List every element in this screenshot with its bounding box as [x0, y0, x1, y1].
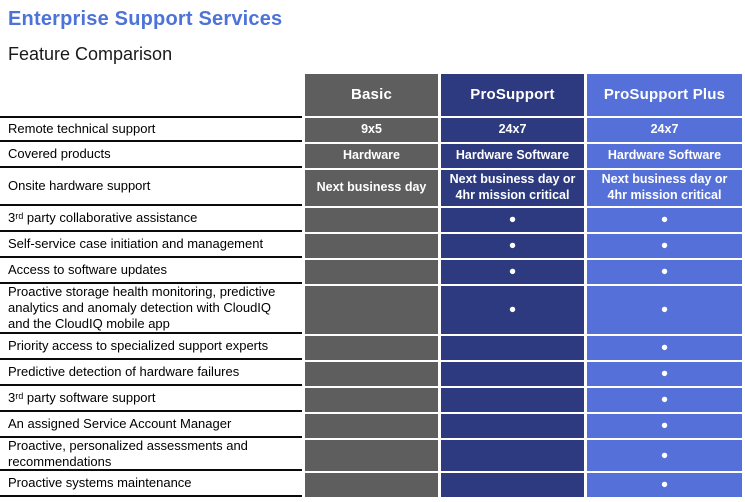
- cell-prosupport: [438, 334, 584, 360]
- feature-label: Access to software updates: [0, 258, 302, 284]
- column-header-prosupport: ProSupport: [438, 74, 584, 116]
- cell-basic: Next business day: [302, 168, 438, 206]
- column-header-prosupport-plus: ProSupport Plus: [584, 74, 742, 116]
- feature-label: Covered products: [0, 142, 302, 168]
- cell-prosupport-plus: ●: [584, 206, 742, 232]
- cell-prosupport: ●: [438, 232, 584, 258]
- cell-prosupport: [438, 360, 584, 386]
- cell-basic: [302, 206, 438, 232]
- feature-label: Remote technical support: [0, 116, 302, 142]
- cell-prosupport: ●: [438, 206, 584, 232]
- cell-prosupport-plus: 24x7: [584, 116, 742, 142]
- cell-prosupport-plus: ●: [584, 386, 742, 412]
- cell-prosupport: [438, 438, 584, 471]
- feature-label: 3ʳᵈ party collaborative assistance: [0, 206, 302, 232]
- feature-label: Onsite hardware support: [0, 168, 302, 206]
- cell-basic: [302, 386, 438, 412]
- cell-basic: [302, 360, 438, 386]
- feature-label: An assigned Service Account Manager: [0, 412, 302, 438]
- cell-prosupport: [438, 412, 584, 438]
- cell-prosupport-plus: ●: [584, 360, 742, 386]
- cell-prosupport-plus: Next business day or 4hr mission critica…: [584, 168, 742, 206]
- cell-prosupport: Hardware Software: [438, 142, 584, 168]
- section-subtitle: Feature Comparison: [8, 44, 173, 64]
- cell-basic: [302, 334, 438, 360]
- feature-label: Predictive detection of hardware failure…: [0, 360, 302, 386]
- cell-basic: Hardware: [302, 142, 438, 168]
- column-header-basic: Basic: [302, 74, 438, 116]
- cell-basic: [302, 438, 438, 471]
- page-title: Enterprise Support Services: [8, 8, 283, 30]
- table-corner-spacer: [0, 74, 302, 116]
- feature-label: 3ʳᵈ party software support: [0, 386, 302, 412]
- cell-prosupport-plus: ●: [584, 438, 742, 471]
- cell-prosupport-plus: ●: [584, 412, 742, 438]
- cell-prosupport-plus: ●: [584, 471, 742, 497]
- cell-prosupport-plus: Hardware Software: [584, 142, 742, 168]
- cell-basic: [302, 232, 438, 258]
- cell-prosupport: Next business day or 4hr mission critica…: [438, 168, 584, 206]
- cell-basic: [302, 284, 438, 334]
- cell-prosupport: ●: [438, 258, 584, 284]
- feature-label: Proactive, personalized assessments and …: [0, 438, 302, 471]
- comparison-table: Basic ProSupport ProSupport Plus Remote …: [0, 74, 742, 497]
- cell-prosupport: 24x7: [438, 116, 584, 142]
- cell-basic: [302, 412, 438, 438]
- feature-label: Priority access to specialized support e…: [0, 334, 302, 360]
- feature-label: Proactive storage health monitoring, pre…: [0, 284, 302, 334]
- cell-basic: 9x5: [302, 116, 438, 142]
- feature-label: Proactive systems maintenance: [0, 471, 302, 497]
- cell-prosupport: [438, 471, 584, 497]
- cell-prosupport-plus: ●: [584, 258, 742, 284]
- cell-basic: [302, 258, 438, 284]
- cell-basic: [302, 471, 438, 497]
- cell-prosupport: ●: [438, 284, 584, 334]
- feature-label: Self-service case initiation and managem…: [0, 232, 302, 258]
- cell-prosupport-plus: ●: [584, 284, 742, 334]
- cell-prosupport: [438, 386, 584, 412]
- cell-prosupport-plus: ●: [584, 232, 742, 258]
- cell-prosupport-plus: ●: [584, 334, 742, 360]
